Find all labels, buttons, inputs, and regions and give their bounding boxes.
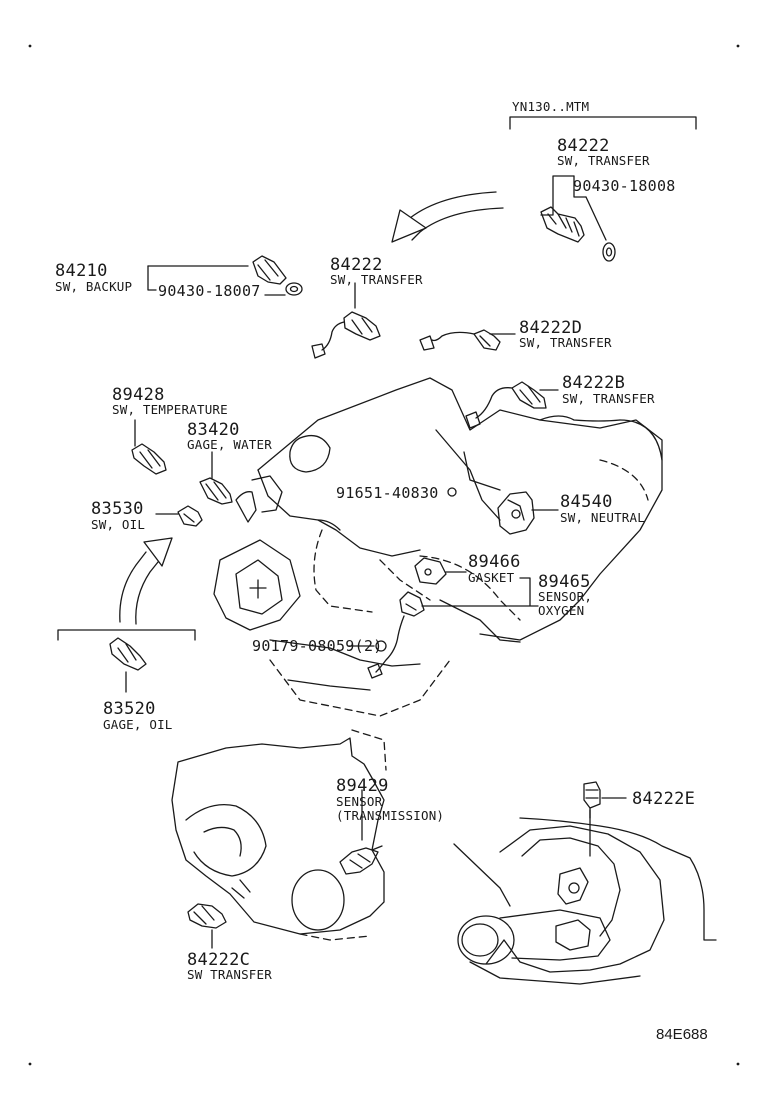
part-number: 84222D <box>519 318 583 338</box>
backup-switch <box>147 255 303 296</box>
part-number: 84210 <box>55 261 108 281</box>
yn130-note: YN130..MTM <box>512 99 590 114</box>
part-description: SW TRANSFER <box>187 967 272 982</box>
engine-block <box>213 377 663 691</box>
part-number: 84222B <box>562 373 626 393</box>
transmission-sensor <box>339 789 383 875</box>
part-description: SW, NEUTRAL <box>560 510 645 525</box>
direction-arrow-left <box>119 537 173 625</box>
part-description: SW, TRANSFER <box>330 272 423 287</box>
part-number: 83520 <box>103 699 156 719</box>
part-number: 83530 <box>91 499 144 519</box>
part-description: SW, TRANSFER <box>557 153 650 168</box>
figure-code: 84E688 <box>656 1026 708 1043</box>
gasket <box>414 557 467 585</box>
part-description: SW, TEMPERATURE <box>112 402 228 417</box>
part-number: 84222 <box>330 255 383 275</box>
engine-hidden-lines <box>269 459 649 717</box>
transmission-housing <box>171 737 385 935</box>
corner-marks <box>28 44 740 1066</box>
part-description: SW, OIL <box>91 517 146 532</box>
part-number: 84222C <box>187 950 251 970</box>
part-number: 89429 <box>336 776 389 796</box>
part-number: 91651-40830 <box>336 484 439 502</box>
part-description: SW, TRANSFER <box>519 335 612 350</box>
part-description: SENSOR, OXYGEN <box>538 589 593 618</box>
transmission-hidden-lines <box>299 729 387 941</box>
transfer-switch-e <box>583 781 627 819</box>
transfer-switch-d <box>419 329 516 351</box>
direction-arrow-top <box>391 191 504 243</box>
part-number: 89466 <box>468 552 521 572</box>
oxygen-sensor <box>367 577 539 679</box>
transfer-switch-wired <box>311 282 381 359</box>
transfer-case-outline <box>453 817 717 985</box>
part-number: 90430-18008 <box>573 177 676 195</box>
part-description: GAGE, WATER <box>187 437 272 452</box>
part-description: SW, TRANSFER <box>562 391 655 406</box>
part-number: 83420 <box>187 420 240 440</box>
part-description: GAGE, OIL <box>103 717 173 732</box>
part-number: 84222E <box>632 789 696 809</box>
yn130-bracket <box>509 116 697 130</box>
transfer-switch-c <box>187 903 227 949</box>
part-number: 90179-08059(2) <box>252 637 383 655</box>
temperature-switch <box>131 419 167 475</box>
nut-90179 <box>347 640 387 652</box>
transfer-case <box>457 809 665 973</box>
bolt-91651 <box>447 487 457 497</box>
part-number: 84540 <box>560 492 613 512</box>
oil-switch <box>155 505 203 527</box>
part-description: SW, BACKUP <box>55 279 133 294</box>
part-number: 90430-18007 <box>158 282 261 300</box>
oil-gage <box>57 629 196 693</box>
transfer-switch-top-right <box>540 175 616 262</box>
water-gage <box>199 451 233 505</box>
part-number: 89465 <box>538 572 591 592</box>
part-description: GASKET <box>468 570 515 585</box>
part-description: SENSOR (TRANSMISSION) <box>336 794 445 823</box>
neutral-switch <box>497 491 559 535</box>
part-number: 84222 <box>557 136 610 156</box>
part-number: 89428 <box>112 385 165 405</box>
